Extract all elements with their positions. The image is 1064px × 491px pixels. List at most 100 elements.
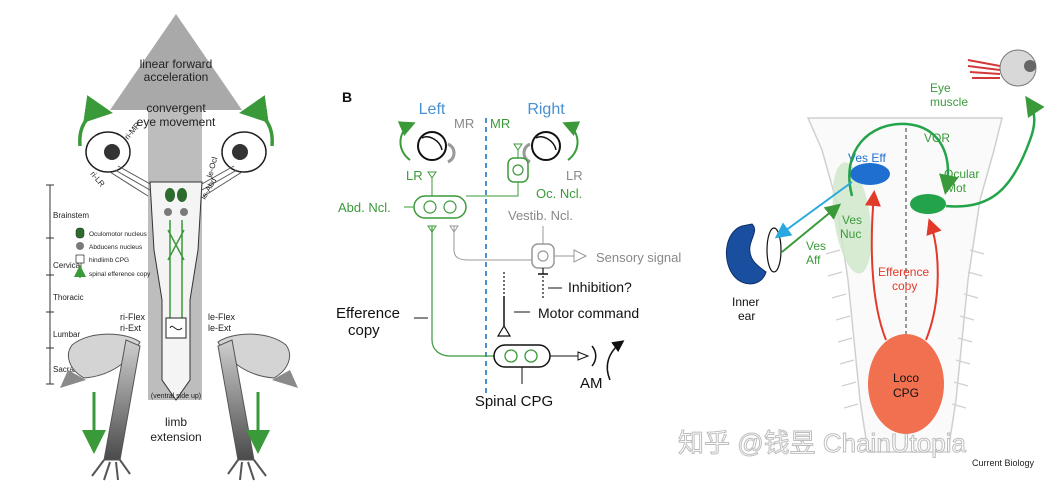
ventral-side-label: (ventral side up) [151, 393, 201, 400]
left-eye-rotation-arrow [78, 95, 113, 147]
efference-copy-label-1: Efference [878, 265, 929, 279]
efference-copy-label-2: copy [892, 279, 917, 293]
right-eye-rotation-b-arrow [562, 121, 581, 161]
le-flex-label: le-Flex [208, 312, 236, 322]
spinal-cpg-label: Spinal CPG [475, 393, 553, 410]
mr-right-synapse-icon [513, 143, 523, 151]
left-side-label: Left [419, 101, 446, 118]
ves-aff-arrow [781, 203, 842, 253]
efference-pathways [167, 220, 185, 318]
legend-abducens-swatch [76, 242, 84, 250]
ri-flex-label: ri-Flex [120, 312, 145, 322]
lr-left-label: LR [406, 168, 423, 183]
ocular-to-eye-arrow [945, 95, 1045, 208]
efference-synapse-icon [427, 225, 437, 233]
ri-ext-label: ri-Ext [120, 323, 141, 333]
vestib-ncl-label: Vestib. Ncl. [508, 208, 573, 223]
ves-eff-to-ear-arrow [774, 181, 853, 239]
eye-label: Eye [930, 81, 951, 95]
source-label: Current Biology [972, 458, 1035, 468]
ear-label: ear [738, 309, 755, 323]
thoracic-label: Thoracic [53, 293, 84, 302]
ves-nuc-label-2: Nuc [840, 227, 861, 241]
muscle-label: muscle [930, 95, 968, 109]
sensory-input-icon [573, 249, 588, 263]
hindlimb-cpg-box [165, 317, 187, 339]
abd-ncl-neuron-2 [443, 200, 457, 214]
spinal-cpg-box [493, 344, 551, 368]
abd-ncl-box [413, 195, 467, 219]
arrow-label-line1: linear forward [140, 57, 213, 71]
vor-label: VOR [924, 131, 950, 145]
panel-c: Ves Nuc Ves Eff Ocular Mot Loco CPG Effe… [725, 49, 1045, 468]
efference-to-ves-eff-arrow [864, 190, 887, 341]
le-ext-label: le-Ext [208, 323, 232, 333]
right-eye-icon [199, 131, 267, 197]
vor-arc-arrow [848, 122, 959, 197]
cpg-label: CPG [893, 386, 919, 400]
legend-oculomotor-label: Oculomotor nucleus [89, 231, 148, 238]
lr-right-label: LR [566, 168, 583, 183]
am-output-icon [577, 351, 590, 361]
brainstem-label: Brainstem [53, 211, 89, 220]
panel-b: B Left Right MR LR MR LR Oc. Ncl. [336, 89, 681, 410]
vertebrae [825, 249, 985, 409]
abd-ncl-neuron-1 [423, 200, 437, 214]
ves-aff-label-2: Aff [806, 253, 821, 267]
abducens-nucleus-right [180, 208, 188, 216]
motor-command-synapse-icon [496, 324, 512, 337]
oculomotor-nucleus-left [165, 188, 175, 202]
inhibition-label: Inhibition? [568, 279, 632, 295]
left-hindlimb [60, 333, 141, 481]
left-eye-b-icon [417, 131, 456, 164]
legend-efference-label: spinal efference copy [89, 271, 151, 278]
motor-command-label: Motor command [538, 305, 639, 321]
cervical-label: Cervical [53, 261, 82, 270]
efference-label: Efference [336, 305, 400, 322]
vestib-synapse-icon [449, 225, 459, 233]
extension-label: extension [150, 430, 201, 444]
sensory-signal-label: Sensory signal [596, 250, 681, 265]
mot-label: Mot [946, 181, 967, 195]
ocular-mot-node [910, 194, 946, 214]
cpg-oscillator-icon [169, 325, 183, 331]
axial-muscle-icon [591, 345, 597, 367]
lr-left-synapse-icon [427, 171, 437, 179]
watermark-text: 知乎 @钱昱 ChainUtopia [678, 428, 966, 458]
ves-nuc-label-1: Ves [842, 213, 862, 227]
mr-right-label: MR [490, 116, 510, 131]
legend-cpg-label: hindlimb CPG [89, 257, 129, 264]
spinal-cpg-neuron-2 [524, 349, 538, 363]
am-motion-arrow [606, 340, 625, 381]
oc-ncl-label: Oc. Ncl. [536, 186, 582, 201]
legend-cpg-swatch [75, 254, 85, 264]
panel-a-legend: Oculomotor nucleus Abducens nucleus hind… [74, 227, 151, 278]
am-label: AM [580, 375, 603, 392]
abducens-nucleus-left [164, 208, 172, 216]
legend-oculomotor-swatch [75, 227, 85, 239]
ves-aff-label-1: Ves [806, 239, 826, 253]
inner-label: Inner [732, 295, 759, 309]
limb-label: limb [165, 415, 187, 429]
left-eye-rotation-b-arrow [397, 121, 416, 161]
abd-ncl-label: Abd. Ncl. [338, 200, 391, 215]
oc-ncl-neuron [512, 164, 524, 176]
vestib-ncl-neuron [537, 250, 549, 262]
efference-to-ocular-arrow [925, 218, 942, 341]
loco-cpg-node [868, 334, 944, 434]
convergent-label: convergent [146, 101, 206, 115]
oculomotor-nucleus-right [177, 188, 187, 202]
right-eye-rotation-arrow [239, 95, 274, 147]
ves-eff-label: Ves Eff [848, 151, 886, 165]
mr-left-label: MR [454, 116, 474, 131]
right-hindlimb [217, 333, 298, 481]
ves-eff-node [850, 163, 890, 185]
eye-muscle-icon [967, 49, 1037, 87]
spinal-cpg-neuron-1 [504, 349, 518, 363]
eye-movement-label: eye movement [137, 115, 216, 129]
acceleration-arrow-head [110, 14, 242, 110]
vestib-to-abd-link [453, 226, 532, 261]
left-eye-icon [85, 131, 153, 197]
ocular-label: Ocular [944, 167, 979, 181]
